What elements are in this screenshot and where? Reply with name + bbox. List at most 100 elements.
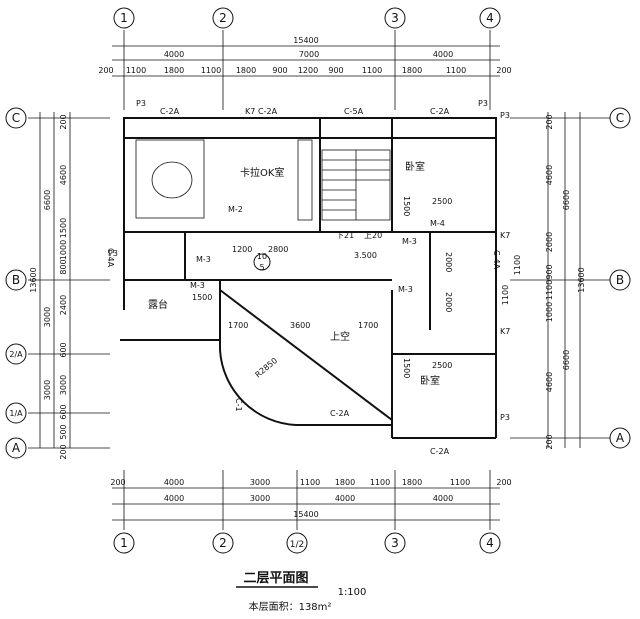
- svg-text:200: 200: [496, 478, 511, 487]
- svg-text:900: 900: [272, 66, 287, 75]
- svg-text:6600: 6600: [43, 190, 52, 210]
- svg-text:B: B: [616, 273, 624, 287]
- caption: 二层平面图 1:100 本层面积：138m²: [236, 571, 366, 613]
- svg-text:1500: 1500: [402, 196, 411, 216]
- plan-area: 本层面积：138m²: [249, 600, 332, 613]
- door-tags: M-2 M-3 M-3 M-4 M-3 M-3: [190, 205, 445, 294]
- axis-labels-bottom: 1 2 1/2 3 4: [113, 532, 501, 554]
- svg-text:C: C: [616, 111, 624, 125]
- svg-text:1100: 1100: [201, 66, 221, 75]
- svg-text:1100: 1100: [362, 66, 382, 75]
- svg-text:3: 3: [391, 11, 399, 25]
- svg-text:2000: 2000: [545, 232, 554, 252]
- dims-left: 13600 6600 3000 3000 200 4600 1500 1000 …: [29, 114, 68, 459]
- svg-text:1100: 1100: [126, 66, 146, 75]
- svg-text:M-3: M-3: [402, 237, 417, 246]
- svg-text:4000: 4000: [433, 494, 453, 503]
- svg-text:C-2A: C-2A: [330, 409, 350, 418]
- svg-text:C-1: C-1: [234, 398, 243, 412]
- svg-text:P3: P3: [478, 99, 488, 108]
- room-labels: 卡拉OK室 卧室 卧室 上空 露台 3.500: [148, 160, 440, 387]
- svg-text:P3: P3: [136, 99, 146, 108]
- svg-text:3600: 3600: [290, 321, 310, 330]
- svg-text:2: 2: [219, 11, 227, 25]
- svg-text:3000: 3000: [43, 307, 52, 327]
- svg-text:1/2: 1/2: [290, 540, 304, 550]
- svg-text:4600: 4600: [545, 372, 554, 392]
- svg-text:1800: 1800: [335, 478, 355, 487]
- svg-text:2500: 2500: [432, 361, 452, 370]
- svg-text:4: 4: [486, 11, 494, 25]
- stair-tags: 下21 上20: [336, 231, 382, 240]
- svg-text:2500: 2500: [432, 197, 452, 206]
- dims-bottom: 200 4000 3000 1100 1800 1100 1800 1100 2…: [110, 478, 511, 519]
- plan-scale: 1:100: [338, 587, 367, 598]
- svg-text:3000: 3000: [43, 380, 52, 400]
- svg-text:2000: 2000: [444, 292, 453, 312]
- svg-text:1800: 1800: [402, 478, 422, 487]
- svg-text:600: 600: [59, 404, 68, 419]
- svg-text:4000: 4000: [164, 50, 184, 59]
- svg-text:1100: 1100: [370, 478, 390, 487]
- svg-text:1100: 1100: [513, 255, 522, 275]
- svg-text:1500: 1500: [59, 218, 68, 238]
- svg-text:6600: 6600: [562, 190, 571, 210]
- svg-text:C-2A: C-2A: [430, 107, 450, 116]
- svg-text:1: 1: [120, 11, 128, 25]
- svg-text:200: 200: [110, 478, 125, 487]
- svg-text:3000: 3000: [250, 494, 270, 503]
- bedroom-bottom-label: 卧室: [420, 374, 440, 387]
- svg-text:M-3: M-3: [190, 281, 205, 290]
- svg-text:M-3: M-3: [196, 255, 211, 264]
- svg-text:4000: 4000: [335, 494, 355, 503]
- svg-text:C-2A: C-2A: [160, 107, 180, 116]
- svg-text:P3: P3: [500, 111, 510, 120]
- svg-text:1: 1: [120, 536, 128, 550]
- svg-text:A: A: [616, 431, 625, 445]
- interior-dims: 2500 1500 2500 1500 1700 3600 1700 1500 …: [192, 196, 453, 378]
- karaoke-furniture: [135, 139, 313, 221]
- svg-text:P3: P3: [500, 413, 510, 422]
- svg-text:13600: 13600: [577, 267, 586, 292]
- svg-text:下21: 下21: [336, 231, 354, 240]
- svg-text:1000: 1000: [59, 240, 68, 260]
- svg-text:5: 5: [259, 263, 264, 272]
- svg-text:200: 200: [496, 66, 511, 75]
- svg-text:6600: 6600: [562, 350, 571, 370]
- p3-tags: P3 P3 P3 P3 P3: [108, 99, 510, 422]
- svg-text:1100: 1100: [450, 478, 470, 487]
- svg-text:P3: P3: [108, 249, 118, 258]
- svg-text:C-4A: C-4A: [106, 248, 115, 268]
- svg-text:1700: 1700: [358, 321, 378, 330]
- svg-text:1800: 1800: [236, 66, 256, 75]
- svg-text:1100: 1100: [501, 285, 510, 305]
- walls: [120, 117, 497, 439]
- svg-text:200: 200: [98, 66, 113, 75]
- svg-text:4: 4: [486, 536, 494, 550]
- bedroom-top-label: 卧室: [405, 160, 425, 173]
- svg-text:900: 900: [328, 66, 343, 75]
- detail-marks: 10 5: [253, 252, 271, 272]
- balcony-label: 露台: [148, 298, 168, 311]
- svg-text:2/A: 2/A: [9, 350, 23, 359]
- svg-text:B: B: [12, 273, 20, 287]
- svg-text:C-2A: C-2A: [430, 447, 450, 456]
- dims-right: 13600 6600 6600 200 4600 2000 900 1100 1…: [501, 114, 586, 449]
- svg-text:4000: 4000: [164, 494, 184, 503]
- svg-text:2000: 2000: [444, 252, 453, 272]
- svg-text:200: 200: [59, 114, 68, 129]
- svg-text:1000: 1000: [545, 302, 554, 322]
- svg-text:M-2: M-2: [228, 205, 243, 214]
- karaoke-room-label: 卡拉OK室: [240, 166, 284, 179]
- svg-text:2800: 2800: [268, 245, 288, 254]
- svg-text:7000: 7000: [299, 50, 319, 59]
- svg-text:900: 900: [545, 264, 554, 279]
- svg-text:1200: 1200: [298, 66, 318, 75]
- svg-text:500: 500: [59, 424, 68, 439]
- svg-text:3: 3: [391, 536, 399, 550]
- svg-text:1500: 1500: [402, 358, 411, 378]
- svg-text:15400: 15400: [293, 510, 318, 519]
- svg-text:1100: 1100: [446, 66, 466, 75]
- dimension-lines: [28, 30, 610, 530]
- svg-text:4000: 4000: [433, 50, 453, 59]
